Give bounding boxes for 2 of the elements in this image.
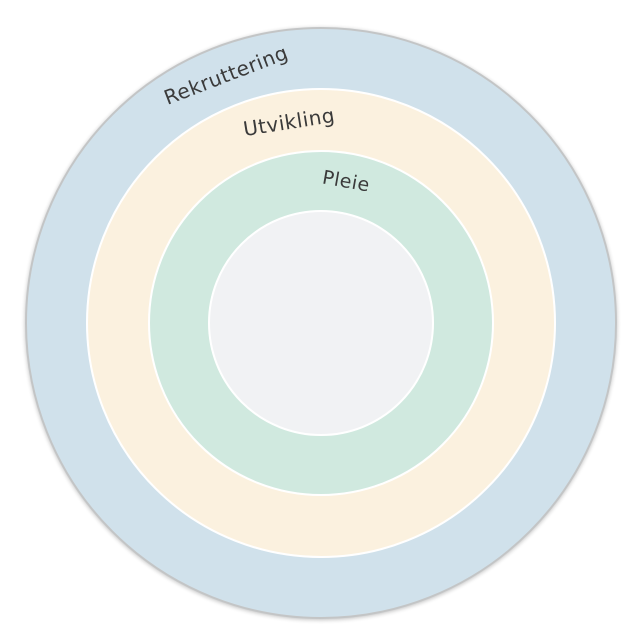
ring-label: Utvikling [242, 103, 336, 140]
ring-label: Pleie [320, 168, 372, 197]
